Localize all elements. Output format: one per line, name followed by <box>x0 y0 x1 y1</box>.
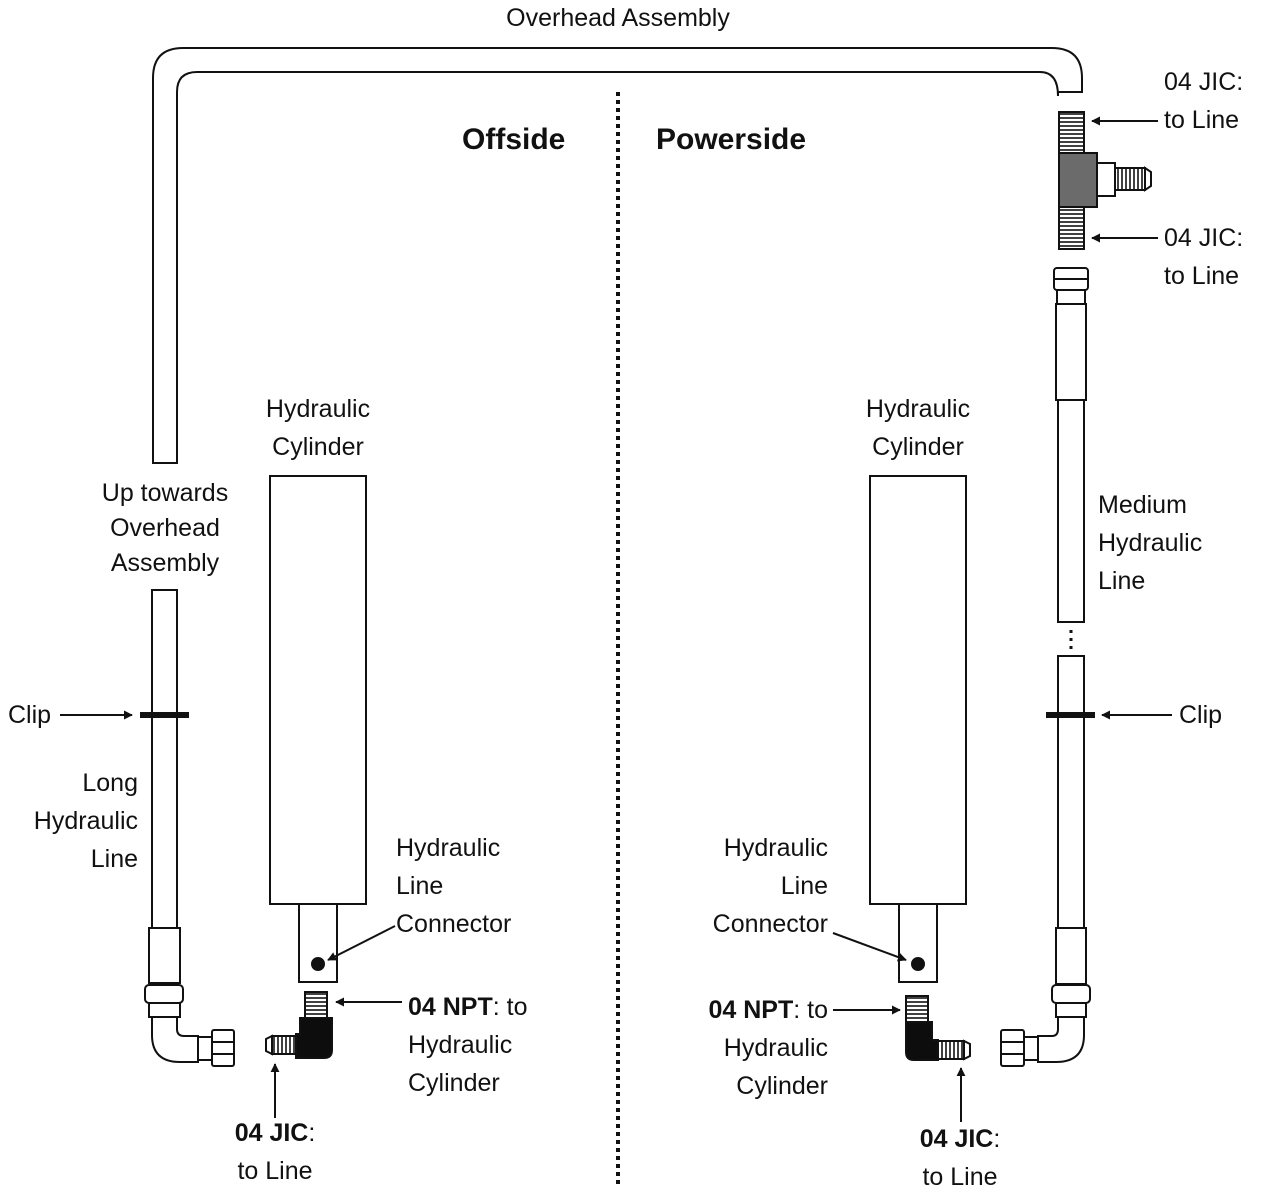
tee-top-thread <box>1058 111 1085 155</box>
medium-line-crimp-sleeve <box>1055 303 1087 401</box>
long-line-elbow <box>151 1017 199 1063</box>
powerside-clip-label: Clip <box>1179 701 1223 729</box>
long-hydraulic-line <box>151 589 178 929</box>
medium-line-swivel-collar <box>1023 1036 1039 1061</box>
medium-line-lower-collar <box>1055 1002 1087 1018</box>
powerside-line-connector-port <box>911 957 925 971</box>
long-line-collar <box>148 1002 181 1018</box>
offside-elbow-body <box>295 1017 333 1059</box>
overhead-assembly-label: Overhead Assembly <box>506 4 730 32</box>
offside-npt-thread <box>304 991 328 1019</box>
medium-hydraulic-line-upper <box>1057 399 1085 623</box>
medium-hydraulic-line-lower <box>1057 655 1085 929</box>
offside-line-connector-port <box>311 957 325 971</box>
powerside-jic-thread <box>937 1040 965 1060</box>
tee-side-hex <box>1096 162 1116 197</box>
medium-line-elbow <box>1037 1017 1085 1063</box>
offside-clip-label: Clip <box>8 701 52 729</box>
offside-cylinder-rod <box>298 903 338 983</box>
powerside-title: Powerside <box>656 123 807 156</box>
powerside-jic-label: 04 JIC: to Line <box>919 1125 1001 1191</box>
offside-jic-thread <box>271 1035 297 1055</box>
powerside-connector-arrow <box>832 932 907 962</box>
medium-line-collar <box>1056 289 1086 305</box>
offside-jic-label: 04 JIC: to Line <box>234 1119 316 1185</box>
offside-title: Offside <box>462 123 566 156</box>
medium-line-lower-sleeve <box>1055 927 1087 985</box>
offside-connector-arrow <box>327 925 396 961</box>
tee-bottom-thread <box>1058 206 1085 250</box>
overhead-assembly-hose <box>152 47 1083 464</box>
powerside-npt-thread <box>905 995 929 1023</box>
long-line-nut <box>144 984 184 1004</box>
tee-side-thread <box>1114 167 1146 191</box>
long-line-swivel-nut <box>211 1029 235 1067</box>
offside-hydraulic-cylinder <box>269 475 367 905</box>
medium-line-lower-nut <box>1051 984 1091 1004</box>
medium-line-swivel-nut <box>1000 1029 1025 1067</box>
powerside-hydraulic-cylinder <box>869 475 967 905</box>
long-line-crimp-sleeve <box>148 927 181 984</box>
tee-body <box>1058 152 1098 208</box>
tee-bottom-jic-label: 04 JIC:to Line <box>1164 224 1244 290</box>
tee-top-jic-label: 04 JIC:to Line <box>1164 68 1244 134</box>
long-line-swivel-collar <box>197 1036 213 1061</box>
powerside-elbow-body <box>905 1021 939 1061</box>
powerside-cylinder-rod <box>898 903 938 983</box>
